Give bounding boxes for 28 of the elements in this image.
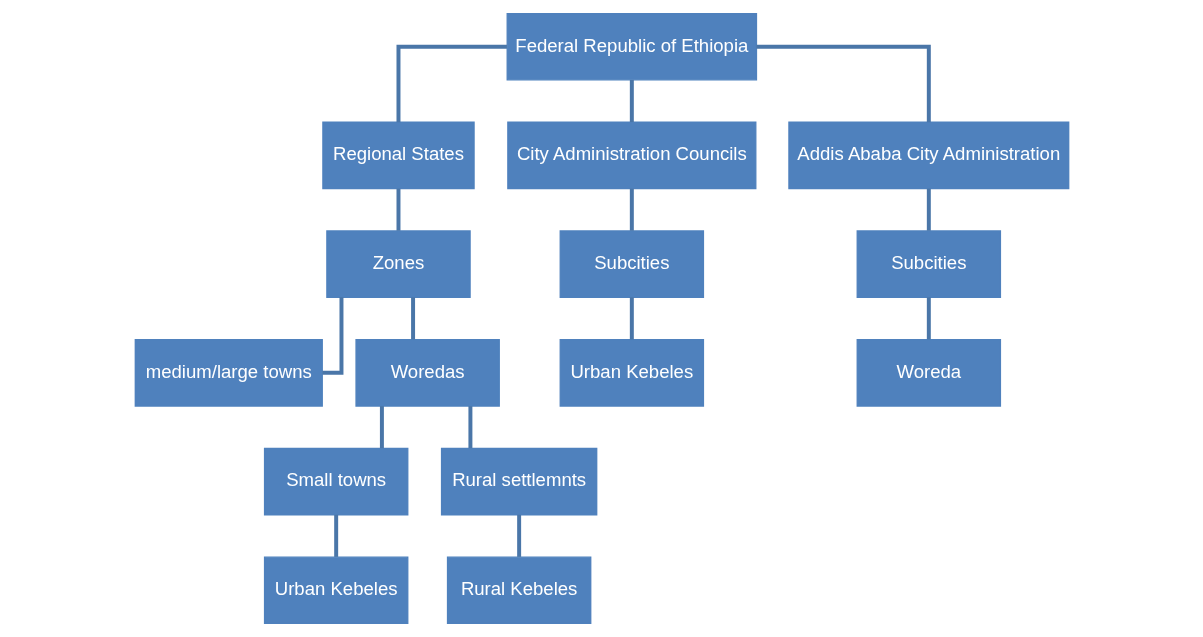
connector: [516, 514, 521, 557]
connector: [629, 297, 634, 340]
connector: [926, 188, 931, 231]
connector: [467, 406, 472, 449]
node-box: Zones: [325, 230, 471, 298]
node-box: Regional States: [321, 121, 475, 190]
connector: [333, 514, 338, 557]
connector: [629, 79, 634, 123]
connector: [379, 406, 384, 449]
node-box: Rural Kebeles: [446, 556, 591, 625]
connector: [396, 188, 400, 231]
node-box: Urban Kebeles: [263, 556, 408, 625]
node-box: Federal Republic of Ethiopia: [506, 12, 757, 81]
connector: [396, 44, 507, 123]
node-box: Urban Kebeles: [559, 339, 704, 407]
node-box: Woreda: [856, 339, 1001, 407]
node-box: Woredas: [354, 339, 500, 407]
connector: [629, 188, 634, 231]
node-box: Subcities: [856, 230, 1001, 298]
node-box: Addis Ababa City Administration: [787, 121, 1069, 190]
node-box: medium/large towns: [134, 339, 323, 407]
node-box: Rural settlemnts: [440, 447, 597, 516]
node-box: Small towns: [263, 447, 408, 516]
connector: [410, 297, 415, 340]
connector: [926, 297, 931, 340]
node-box: Subcities: [559, 230, 704, 298]
connector: [756, 44, 931, 123]
node-box: City Administration Councils: [506, 121, 756, 190]
